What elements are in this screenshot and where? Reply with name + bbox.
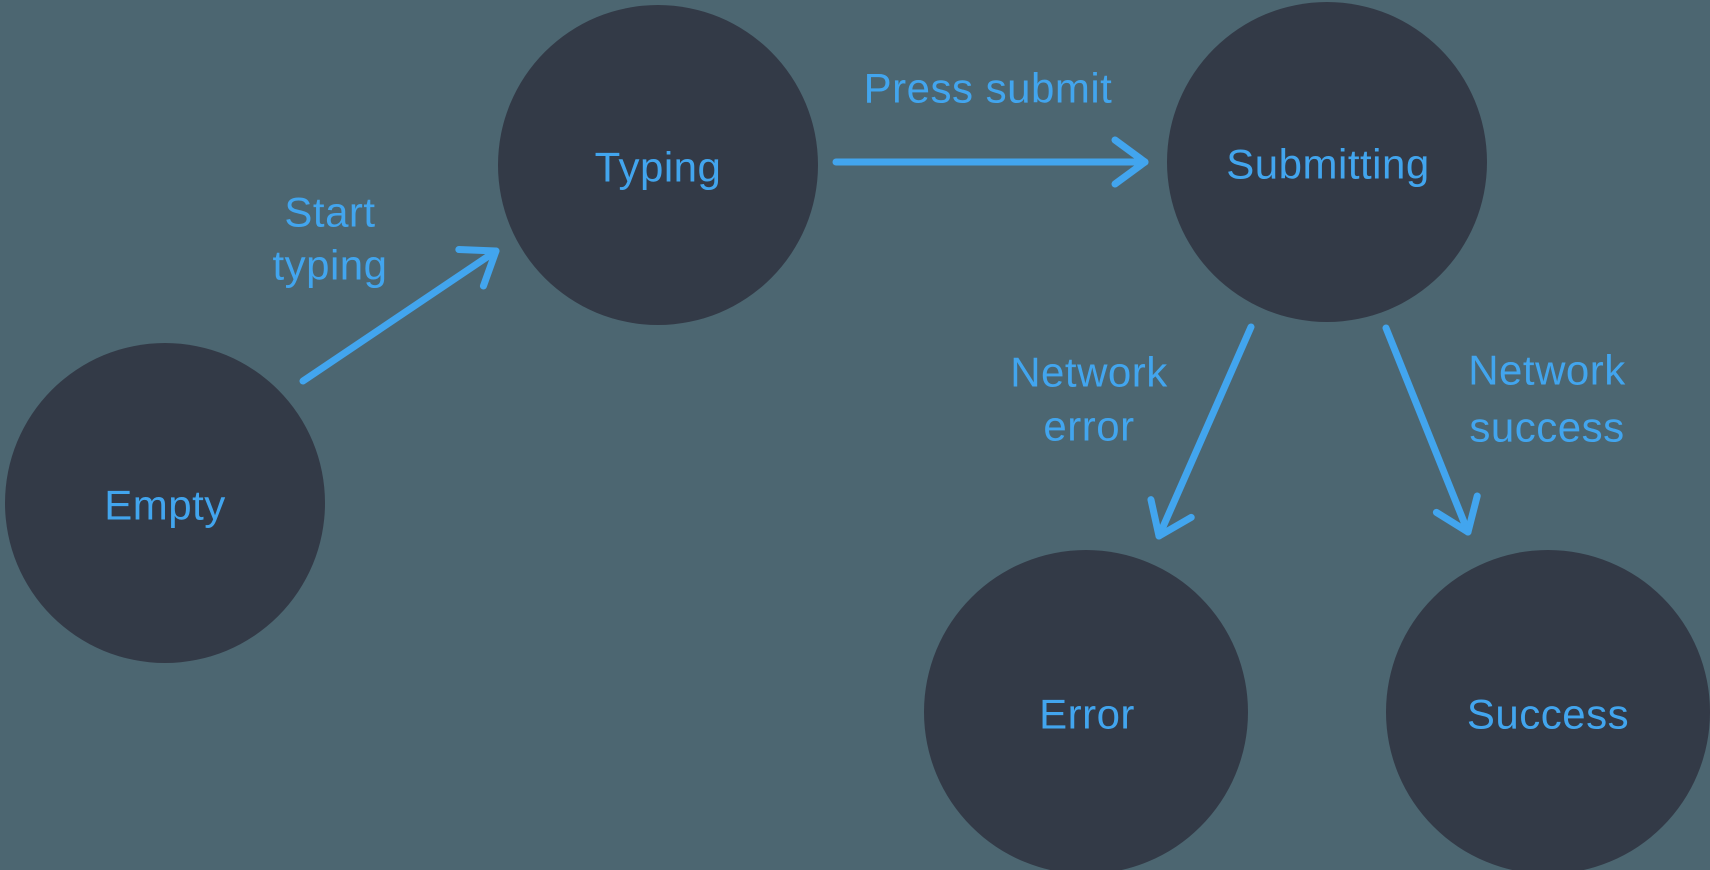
transition-label-network-success-line2: success	[1469, 404, 1624, 451]
state-empty-label: Empty	[104, 482, 226, 529]
transition-label-network-error-line1: Network	[1010, 349, 1168, 396]
state-typing: Typing	[498, 5, 818, 325]
state-error: Error	[924, 550, 1248, 870]
state-success-label: Success	[1467, 691, 1629, 738]
transition-submitting-to-success: Network success	[1382, 324, 1626, 536]
state-empty-circle	[5, 343, 325, 663]
state-submitting-circle	[1167, 2, 1487, 322]
state-typing-label: Typing	[595, 144, 722, 191]
state-error-label: Error	[1039, 691, 1135, 738]
transition-label-network-error-line2: error	[1043, 403, 1134, 450]
state-success: Success	[1386, 550, 1710, 870]
state-submitting-label: Submitting	[1226, 141, 1429, 188]
state-success-circle	[1386, 550, 1710, 870]
arrow-submitting-to-error-icon	[1147, 323, 1255, 540]
arrow-empty-to-typing-icon	[299, 246, 500, 385]
transition-label-press-submit: Press submit	[864, 65, 1113, 112]
transition-empty-to-typing: Start typing	[272, 189, 500, 385]
transition-label-start-typing-line1: Start	[284, 189, 375, 236]
state-typing-circle	[498, 5, 818, 325]
arrow-submitting-to-success-icon	[1382, 324, 1481, 536]
state-submitting: Submitting	[1167, 2, 1487, 322]
state-empty: Empty	[5, 343, 325, 663]
transition-label-network-success-line1: Network	[1468, 347, 1626, 394]
state-error-circle	[924, 550, 1248, 870]
transition-typing-to-submitting: Press submit	[832, 65, 1149, 188]
transition-label-start-typing-line2: typing	[272, 242, 387, 289]
transition-submitting-to-error: Network error	[1010, 323, 1255, 540]
